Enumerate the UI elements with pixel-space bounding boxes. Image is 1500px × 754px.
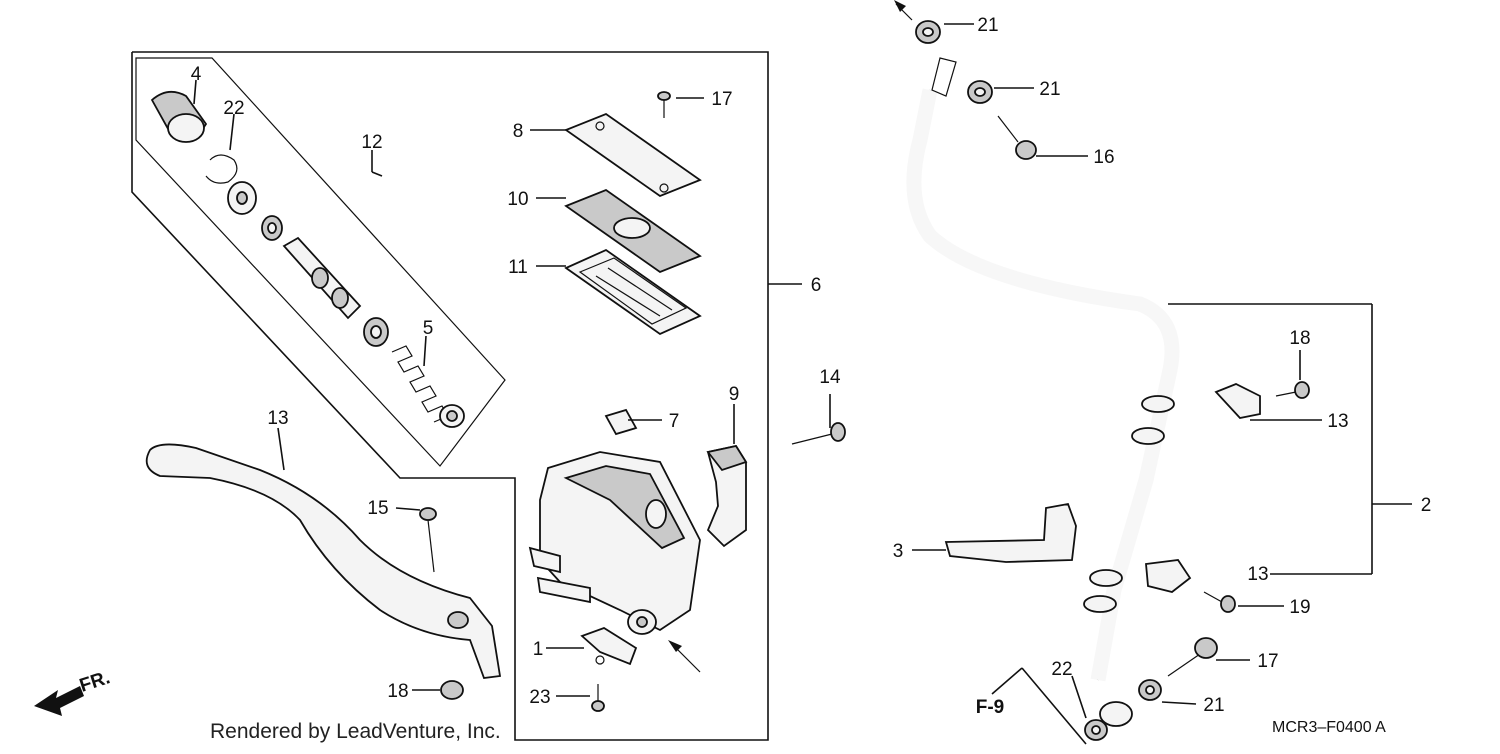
spring-part [391, 345, 449, 423]
screw-23-part [591, 684, 605, 712]
front-arrow-icon: FR. [34, 667, 113, 716]
callout-18: 17 [711, 89, 732, 110]
credit-text: Rendered by LeadVenture, Inc. [210, 720, 501, 743]
callout-12: 12 [361, 132, 382, 153]
pivot-bolt-16-part [419, 507, 437, 573]
end-seal-part [439, 404, 465, 428]
callout-9: 9 [729, 384, 740, 405]
callout-21-top: 21 [977, 15, 998, 36]
callout-3: 3 [893, 541, 904, 562]
callout-21-lower-right: 21 [1203, 695, 1224, 716]
brake-hose-part [906, 57, 1180, 727]
direction-arrowhead [668, 640, 682, 652]
washer-part [227, 181, 257, 215]
hose-direction-arrowhead [894, 0, 906, 12]
clamp-13-upper-part [1214, 383, 1261, 419]
callout-1: 1 [533, 639, 544, 660]
callout-8: 8 [513, 121, 524, 142]
front-label: FR. [77, 667, 113, 696]
callout-17-lower: 17 [1257, 651, 1278, 672]
leader-lines [193, 23, 1412, 745]
callout-2: 2 [1421, 495, 1432, 516]
reservoir-cap-part [564, 112, 702, 198]
callout-6: 6 [811, 275, 822, 296]
callout-19-lower: 19 [1289, 597, 1310, 618]
reference-label: F-9 [976, 697, 1005, 718]
washers-21-parts [915, 20, 1162, 741]
bolt-15-part [791, 422, 846, 445]
bolt-17-lower-part [1167, 637, 1218, 677]
group-outline [131, 51, 769, 741]
circlip-part [205, 154, 238, 184]
callout-22: 22 [223, 98, 244, 119]
clamp-13-lower-part [1145, 559, 1192, 593]
switch-screw-7-part [604, 408, 638, 436]
screw-18-part [657, 91, 671, 118]
callout-17-upper: 16 [1093, 147, 1114, 168]
piston-boot-part [150, 90, 208, 143]
piston-kit-outline [135, 57, 506, 467]
callout-21-lower-left: 22 [1051, 659, 1072, 680]
clamp-holder-part [706, 444, 748, 548]
callout-23: 23 [529, 687, 550, 708]
callout-10: 10 [507, 189, 528, 210]
callout-16: 15 [367, 498, 388, 519]
seal-part [261, 215, 283, 241]
piston-part [282, 236, 362, 320]
diaphragm-part [564, 248, 702, 336]
nut-20-part [440, 680, 464, 700]
brake-lever-part [145, 443, 502, 679]
callout-19-upper: 18 [1289, 328, 1310, 349]
bolt-19-lower-part [1203, 591, 1236, 613]
callout-21-upper: 21 [1039, 79, 1060, 100]
callout-13-lower: 13 [1247, 564, 1268, 585]
callout-14: 13 [267, 408, 288, 429]
stop-switch-part [580, 627, 638, 666]
callout-7: 7 [669, 411, 680, 432]
callout-20: 18 [387, 681, 408, 702]
callout-13-upper: 13 [1327, 411, 1348, 432]
diagram-code: MCR3–F0400 A [1272, 719, 1386, 736]
callout-15: 14 [819, 367, 841, 388]
master-cylinder-body [528, 451, 701, 635]
bolt-17-upper-part [997, 115, 1037, 160]
stay-3-part [944, 502, 1077, 563]
plate-part [564, 188, 702, 274]
callout-5: 5 [423, 318, 434, 339]
bolt-19-upper-part [1275, 381, 1310, 399]
callout-11: 11 [508, 257, 528, 278]
callout-4: 4 [191, 64, 202, 85]
cup-part [363, 317, 389, 347]
